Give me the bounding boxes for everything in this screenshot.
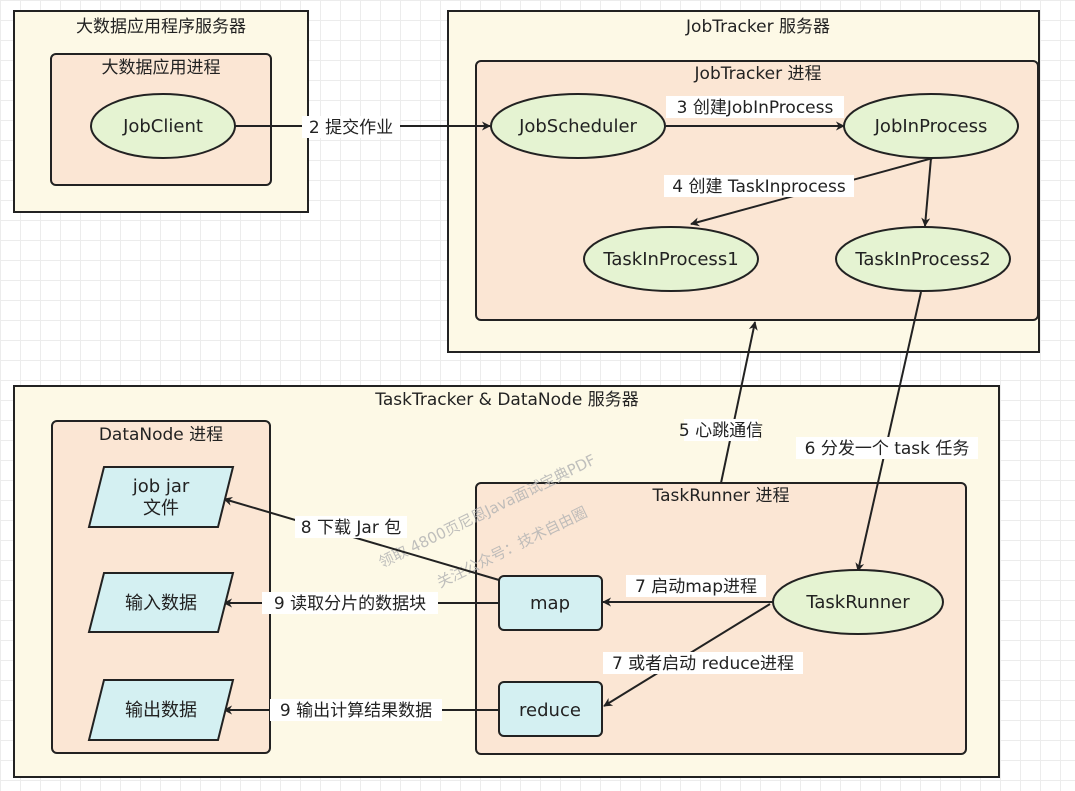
node-map-label: map [530,593,570,614]
node-jobinprocess-label: JobInProcess [874,116,988,137]
node-map: map [498,575,603,631]
node-jobscheduler: JobScheduler [490,93,666,159]
node-input-data-label: 输入数据 [125,593,197,614]
edge-download-jar [223,496,500,581]
app-server-title: 大数据应用程序服务器 [76,17,246,37]
edge-label-create-taskinprocess: 4 创建 TaskInprocess [672,177,846,197]
node-taskinprocess1: TaskInProcess1 [583,226,759,292]
datanode-process-title: DataNode 进程 [99,425,223,445]
node-output-data-label: 输出数据 [125,700,197,721]
app-process-title: 大数据应用进程 [102,58,221,78]
edge-label-download-jar: 8 下载 Jar 包 [301,518,401,538]
node-taskinprocess2: TaskInProcess2 [835,226,1011,292]
edge-dispatch-task [855,291,922,572]
edge-heartbeat [720,321,758,484]
node-reduce: reduce [498,681,603,737]
node-jobjar-label-line2: 文件 [143,498,179,519]
node-jobinprocess: JobInProcess [843,93,1019,159]
node-taskrunner: TaskRunner [772,569,944,635]
node-jobscheduler-label: JobScheduler [518,116,637,137]
node-taskinprocess1-label: TaskInProcess1 [602,249,738,270]
edge-label-heartbeat: 5 心跳通信 [679,421,763,441]
edge-label-dispatch-task: 6 分发一个 task 任务 [805,439,970,459]
node-jobjar: job jar 文件 [87,466,235,528]
node-input-data: 输入数据 [87,572,235,633]
node-taskinprocess2-label: TaskInProcess2 [854,249,990,270]
node-jobclient-label: JobClient [122,116,203,137]
node-taskrunner-label: TaskRunner [805,592,910,613]
node-output-data: 输出数据 [87,679,235,741]
jobtracker-process-title: JobTracker 进程 [694,64,822,84]
jobtracker-server-title: JobTracker 服务器 [685,17,830,37]
node-jobjar-label-line1: job jar [132,476,190,497]
edge-label-read-split: 9 读取分片的数据块 [274,594,426,614]
tasktracker-server-title: TaskTracker & DataNode 服务器 [374,390,638,410]
edge-label-start-reduce: 7 或者启动 reduce进程 [612,654,794,674]
edge-label-start-map: 7 启动map进程 [635,577,757,597]
node-reduce-label: reduce [519,700,581,721]
edge-jobinprocess-to-taskinprocess2 [921,157,932,227]
edge-label-output-result: 9 输出计算结果数据 [280,701,432,721]
node-jobclient: JobClient [90,93,236,159]
taskrunner-process-title: TaskRunner 进程 [652,486,790,506]
edge-label-create-jobinprocess: 3 创建JobInProcess [677,98,834,118]
edge-label-submit-job: 2 提交作业 [309,118,393,138]
